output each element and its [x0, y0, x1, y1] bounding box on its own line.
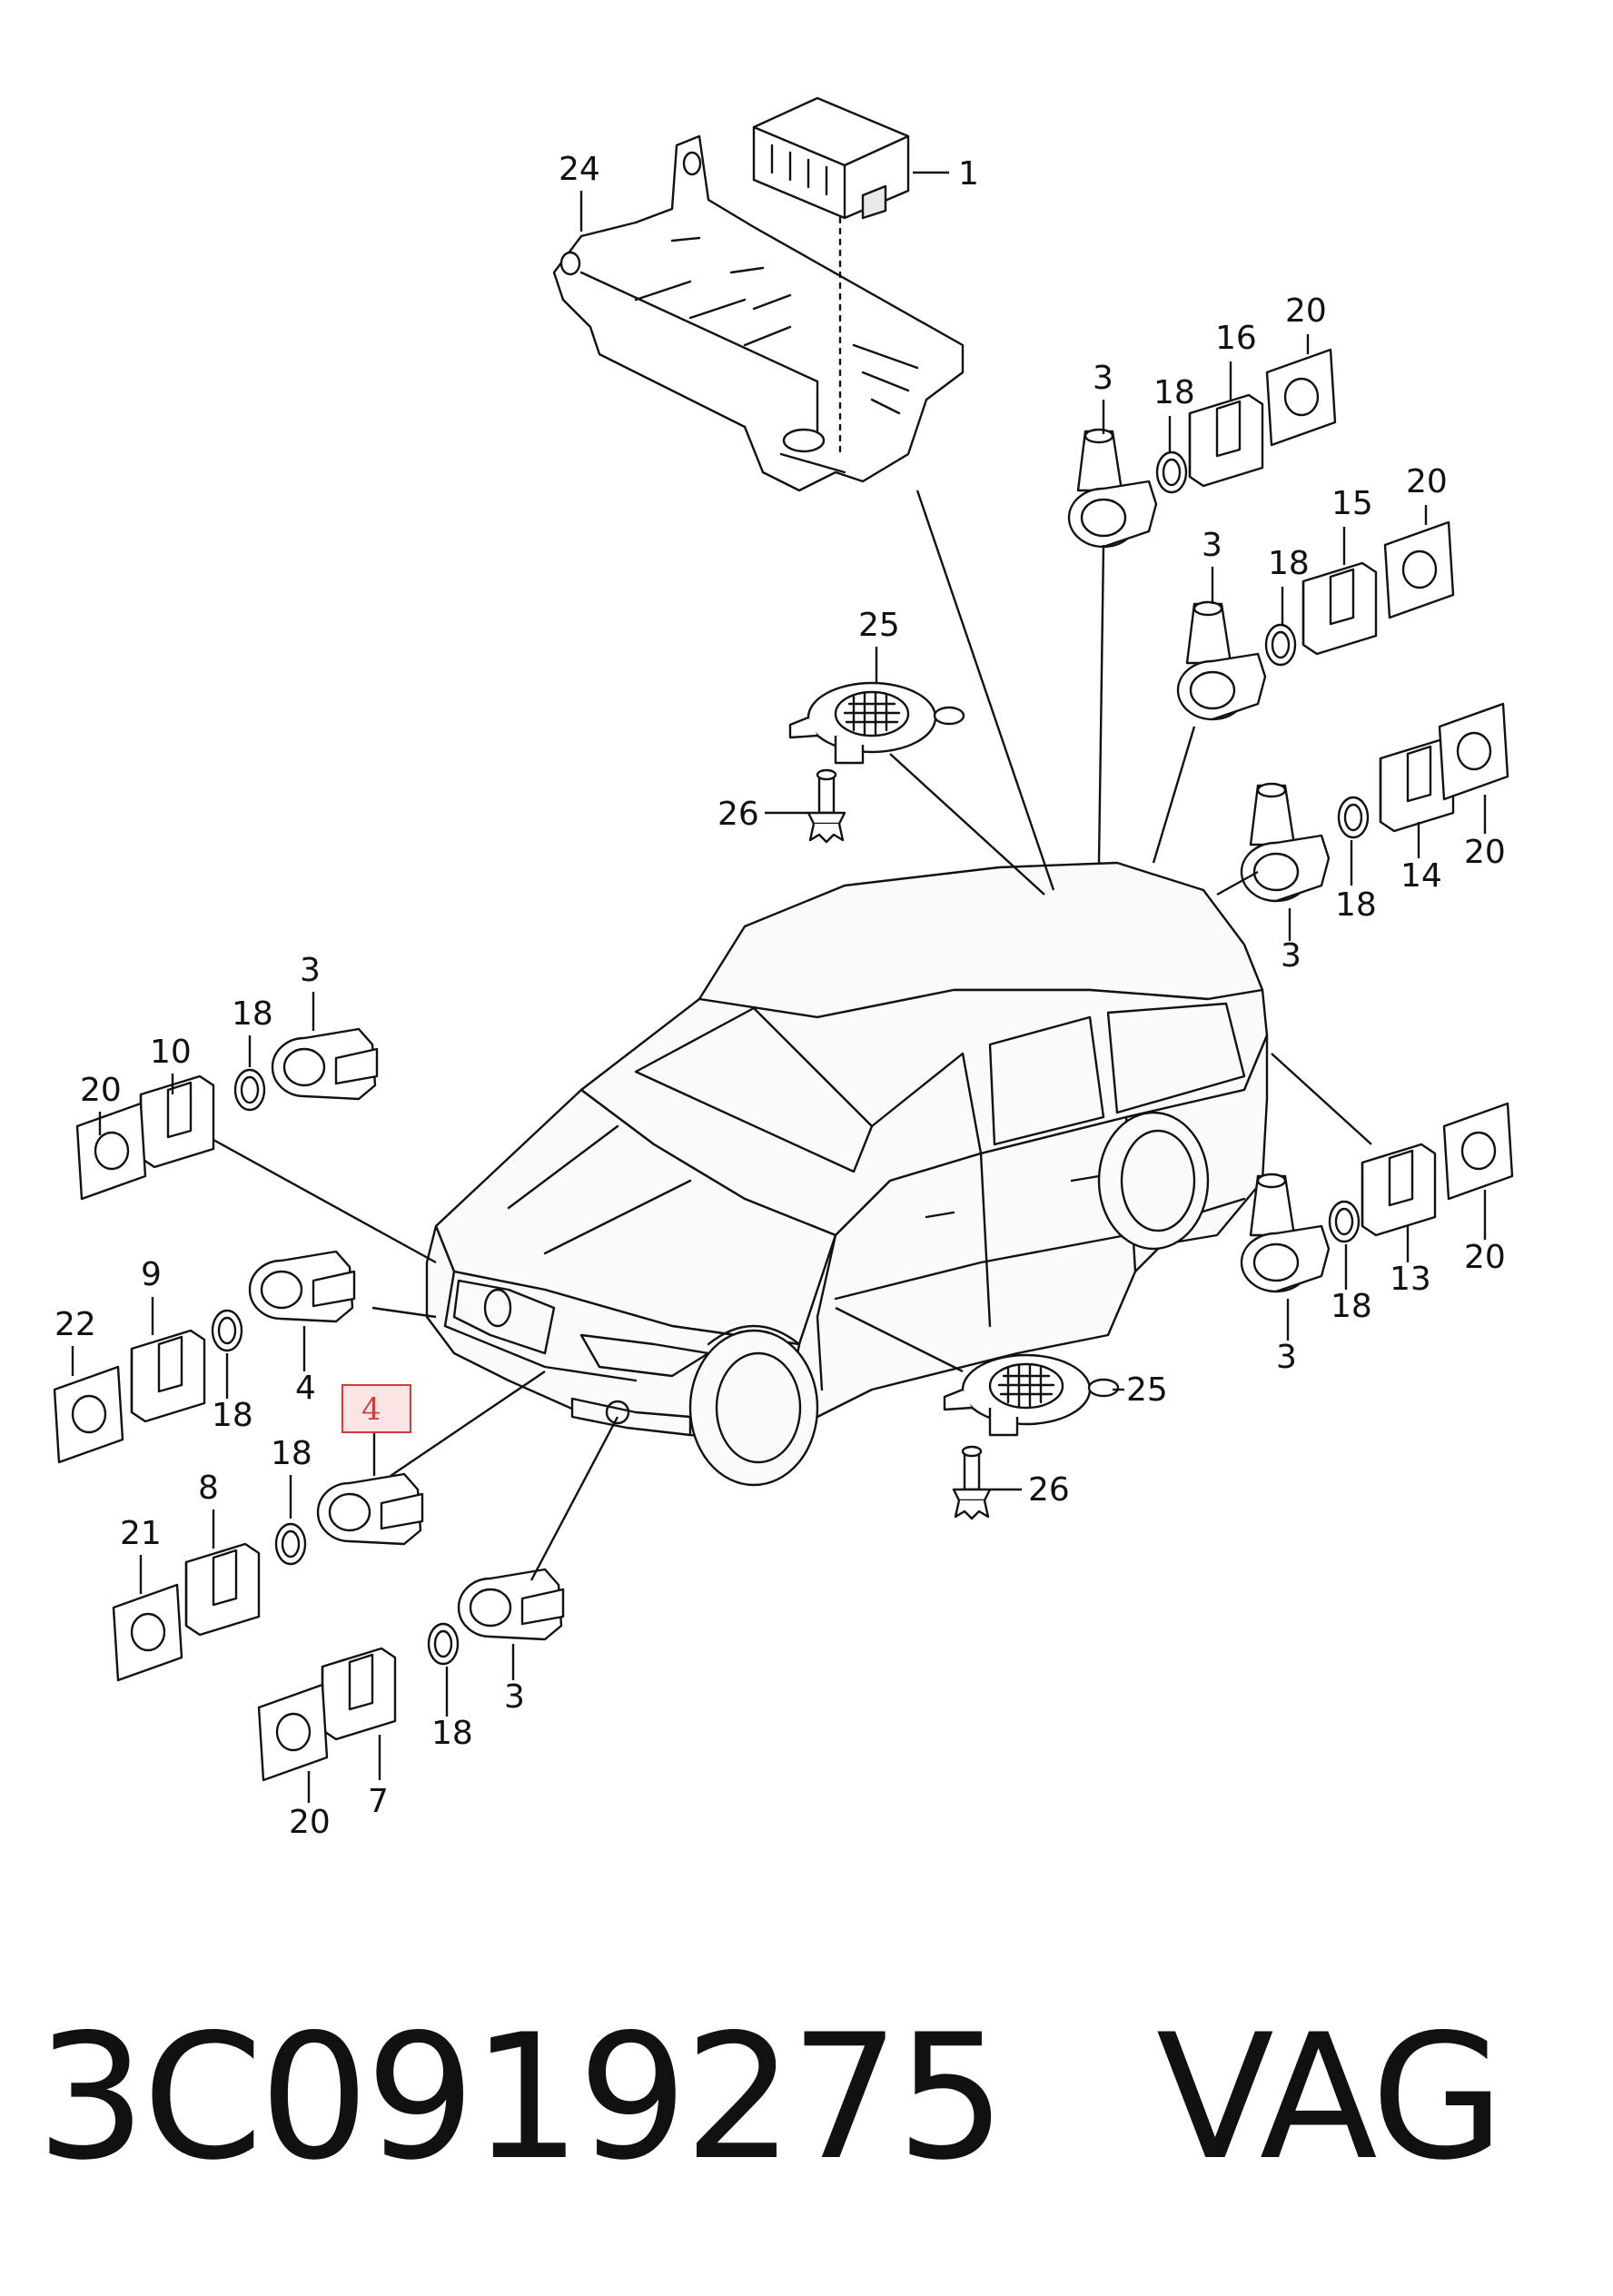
callout-16: 16 — [1215, 320, 1257, 357]
rear-sensor-assembly-14 — [1240, 702, 1509, 903]
part-number: 3C0919275 — [36, 1997, 1006, 2198]
callout-20-rear-b: 20 — [1406, 463, 1448, 500]
callout-20-rear-c: 20 — [1464, 834, 1506, 871]
callout-10: 10 — [150, 1034, 192, 1071]
callout-3-rear-c: 3 — [1281, 937, 1301, 975]
warning-buzzer-upper — [788, 681, 965, 765]
callout-15: 15 — [1331, 485, 1373, 522]
callout-14: 14 — [1400, 857, 1442, 895]
callout-24: 24 — [559, 151, 600, 188]
callout-18-front-a: 18 — [232, 995, 273, 1033]
callout-9: 9 — [141, 1256, 162, 1293]
callout-20-front-b: 20 — [289, 1804, 331, 1841]
callout-3-front-b: 3 — [504, 1678, 525, 1716]
callout-18-rear-b: 18 — [1268, 545, 1310, 582]
caption-spacer — [1003, 1997, 1156, 2198]
callout-22: 22 — [54, 1306, 96, 1343]
callout-8: 8 — [198, 1470, 219, 1507]
callout-3-rear-a: 3 — [1093, 360, 1113, 397]
brand-label: VAG — [1155, 1997, 1505, 2198]
callout-3-front-a: 3 — [300, 952, 321, 989]
callout-4-highlighted: 4 — [361, 1391, 381, 1428]
callout-18-rear-c: 18 — [1335, 886, 1377, 924]
callout-18-front-d: 18 — [431, 1715, 473, 1752]
callout-18-front-b: 18 — [212, 1397, 253, 1434]
callout-18-rear-a: 18 — [1153, 374, 1195, 411]
callout-21: 21 — [120, 1515, 162, 1552]
part-number-caption: 3C0919275 VAG — [36, 2007, 1580, 2189]
callout-13: 13 — [1390, 1261, 1431, 1298]
clip-lower — [952, 1445, 992, 1520]
highlighted-part-label: 4 — [341, 1384, 411, 1433]
front-sensor-assembly-10 — [75, 1027, 379, 1201]
callout-3-rear-b: 3 — [1202, 527, 1222, 564]
callout-26-lower: 26 — [1028, 1471, 1070, 1509]
callout-7: 7 — [368, 1783, 389, 1820]
callout-3-rear-d: 3 — [1276, 1339, 1297, 1376]
control-unit — [752, 96, 910, 220]
warning-buzzer-lower — [943, 1353, 1120, 1437]
callout-18-front-c: 18 — [271, 1435, 312, 1472]
callout-26-upper: 26 — [717, 796, 759, 833]
callout-20-front-a: 20 — [80, 1072, 122, 1109]
callout-25-lower: 25 — [1126, 1371, 1168, 1409]
callout-18-rear-d: 18 — [1331, 1288, 1372, 1325]
mounting-bracket — [552, 134, 965, 492]
callout-1: 1 — [958, 155, 979, 193]
front-sensor-assembly-9 — [53, 1250, 356, 1464]
callout-25-upper: 25 — [858, 607, 900, 644]
callout-4-front-a: 4 — [295, 1370, 316, 1407]
callout-20-rear-d: 20 — [1464, 1239, 1506, 1276]
clip-upper — [806, 768, 846, 844]
front-sensor-assembly-7 — [257, 1568, 565, 1782]
callout-20-rear-a: 20 — [1285, 292, 1327, 330]
